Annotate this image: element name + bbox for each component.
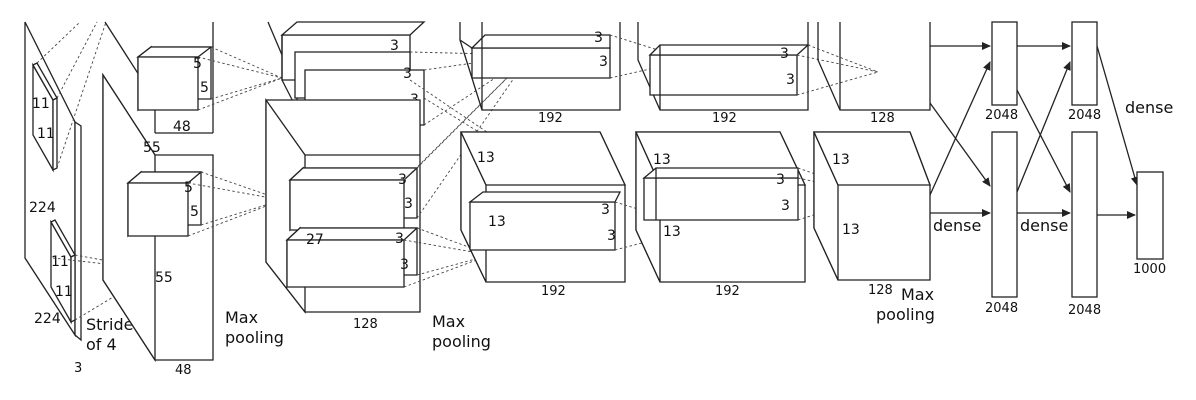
fc8-layer: 1000 dense <box>1125 98 1173 277</box>
conv3-bottom-volume: 13 13 3 3 192 <box>459 131 627 299</box>
conv3-size-label-a: 13 <box>477 150 495 166</box>
conv2-bot-size-label: 27 <box>306 232 324 248</box>
conv5-size-label-a: 13 <box>832 152 850 168</box>
conv1-top-depth: 48 <box>173 119 191 135</box>
conv4-bot-depth: 192 <box>715 284 740 299</box>
conv2-bot-depth: 128 <box>353 317 378 332</box>
fc6-layer: 2048 2048 dense <box>933 21 1018 316</box>
conv5-bot-depth: 128 <box>868 283 893 298</box>
conv4-bot-k2: 3 <box>781 198 790 214</box>
conv5-top-volume: 128 <box>817 22 931 126</box>
conv4-size-label: 13 <box>653 152 671 168</box>
input-kernel-top-h: 11 <box>32 96 50 112</box>
conv2-bot-k2: 3 <box>404 196 413 212</box>
conv3-size-label-b: 13 <box>488 214 506 230</box>
conv4-bot-k1: 3 <box>776 172 785 188</box>
fc6-top-label: 2048 <box>985 108 1018 123</box>
conv3-top-k2: 3 <box>599 54 608 70</box>
conv5-size-label-b: 13 <box>842 222 860 238</box>
conv3-top-depth: 192 <box>538 111 563 126</box>
conv4-top-k1: 3 <box>780 46 789 62</box>
fc8-size-label: 1000 <box>1133 262 1166 277</box>
conv1-bot-k1: 5 <box>184 180 193 196</box>
fc7-top-label: 2048 <box>1068 108 1101 123</box>
fc7-bottom-bar <box>1071 131 1098 298</box>
conv5-pool-line1: Max <box>901 285 934 304</box>
conv3-bot-k1: 3 <box>601 202 610 218</box>
conv1-bot-k2: 5 <box>190 204 199 220</box>
fc6-bottom-bar <box>991 131 1018 298</box>
conv4-bottom-kernel <box>643 177 799 221</box>
conv1-pool-line2: pooling <box>225 328 284 347</box>
fc8-dense-label: dense <box>1125 98 1173 117</box>
conv1-size-label: 55 <box>143 140 161 156</box>
conv1-bot-depth: 48 <box>175 363 192 378</box>
stride-label-line2: of 4 <box>86 335 117 354</box>
conv4-top-volume: 3 3 192 <box>637 22 810 126</box>
stride-label-line1: Stride <box>86 315 133 334</box>
conv2-bot-k3: 3 <box>395 231 404 247</box>
input-depth-label: 3 <box>74 361 82 376</box>
conv2-bottom-volume: 3 3 3 3 27 128 Max pooling <box>265 97 491 351</box>
conv4-bottom-volume: 13 13 3 3 192 <box>634 131 807 299</box>
input-kernel-bot-w: 11 <box>55 284 73 300</box>
input-kernel-bot-h: 11 <box>51 254 69 270</box>
conv1-bottom-volume: 5 5 55 55 48 Max pooling <box>102 72 284 378</box>
fc6-dense-label: dense <box>933 216 981 235</box>
conv3-top-k1: 3 <box>594 30 603 46</box>
conv2-pool-line1: Max <box>432 312 465 331</box>
input-kernel-top-w: 11 <box>37 126 55 142</box>
conv5-top-depth: 128 <box>870 111 895 126</box>
conv3-top-volume: 3 3 192 <box>459 22 621 126</box>
conv1-pool-line1: Max <box>225 308 258 327</box>
conv3-bot-depth: 192 <box>541 284 566 299</box>
conv1-top-k2: 5 <box>200 80 209 96</box>
fc-arrows <box>929 42 1139 219</box>
conv2-bot-k4: 3 <box>400 257 409 273</box>
fc6-bottom-label: 2048 <box>985 301 1018 316</box>
conv2-bot-k1: 3 <box>398 172 407 188</box>
conv2-pool-line2: pooling <box>432 332 491 351</box>
conv5-bottom-volume: 13 13 128 Max pooling <box>812 131 935 324</box>
conv4-top-depth: 192 <box>712 111 737 126</box>
input-volume: 11 11 11 11 224 224 3 Stride of 4 <box>24 21 133 376</box>
fc7-dense-label: dense <box>1020 216 1068 235</box>
input-height-label: 224 <box>29 200 56 216</box>
conv1-bot-size-label: 55 <box>155 270 173 286</box>
conv1-top-volume: 5 5 48 <box>104 21 214 135</box>
conv2-top-k2: 3 <box>403 66 412 82</box>
fc6-top-bar <box>991 21 1018 106</box>
fc8-output-bar <box>1136 171 1164 260</box>
conv4-top-k2: 3 <box>786 72 795 88</box>
fc7-bottom-label: 2048 <box>1068 303 1101 318</box>
conv1-top-k1: 5 <box>193 56 202 72</box>
conv3-bot-k2: 3 <box>607 228 616 244</box>
fc7-layer: 2048 2048 dense <box>1020 21 1101 318</box>
conv4-size-label-b: 13 <box>663 224 681 240</box>
conv2-top-k1: 3 <box>390 38 399 54</box>
conv5-pool-line2: pooling <box>876 305 935 324</box>
input-width-label: 224 <box>34 311 61 327</box>
fc7-top-bar <box>1071 21 1098 106</box>
